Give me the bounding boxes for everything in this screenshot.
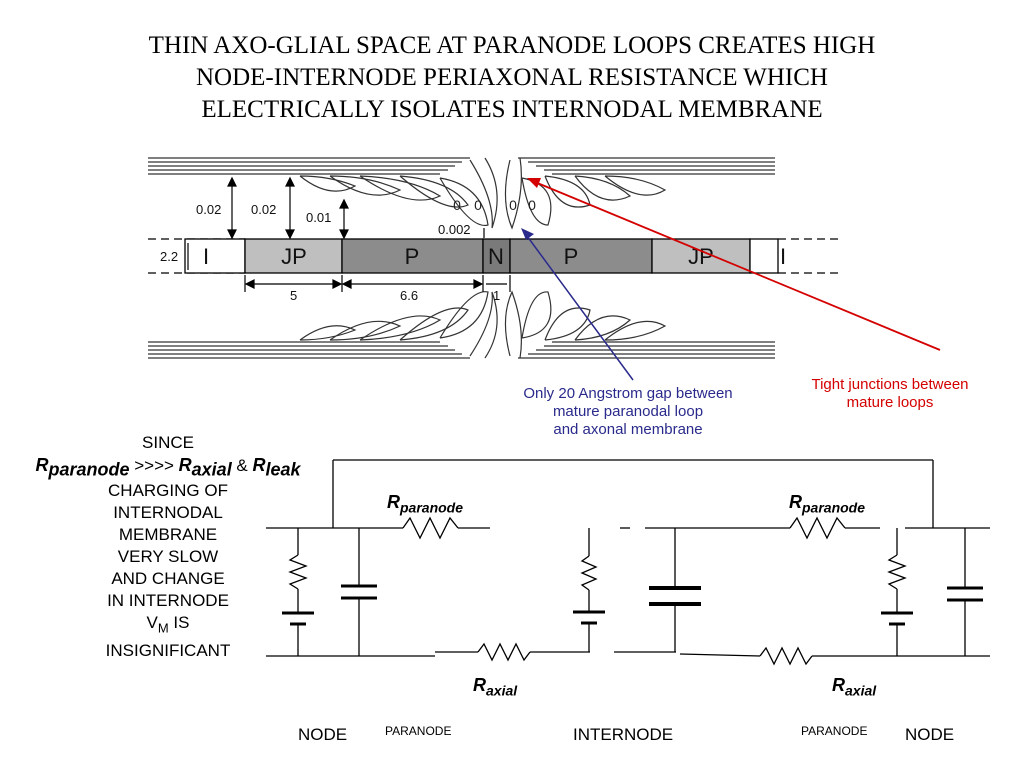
paranodal-loops-bottom-right [504, 290, 667, 359]
since-body-line-1: CHARGING OF [108, 481, 228, 501]
title-line-2: NODE-INTERNODE PERIAXONAL RESISTANCE WHI… [196, 64, 828, 91]
since-explanation: SINCE Rparanode >>>> Raxial & Rleak CHAR… [20, 432, 316, 662]
annotation-blue-line-2: mature paranodal loop [552, 403, 704, 420]
annotation-blue-line-1: Only 20 Angstrom gap between [523, 385, 733, 402]
since-heading: SINCE [142, 433, 194, 452]
annotation-blue-line-3: and axonal membrane [553, 421, 703, 438]
segment-node [482, 238, 511, 274]
title-line-1: THIN AXO-GLIAL SPACE AT PARANODE LOOPS C… [148, 32, 876, 59]
red-arrow [527, 178, 941, 351]
segment-paranode-left [341, 238, 484, 274]
seg-label-i-left: I [203, 244, 209, 269]
title-line-3: ELECTRICALLY ISOLATES INTERNODAL MEMBRAN… [201, 96, 823, 123]
seg-label-p-right: P [564, 244, 579, 269]
myelin-figure [148, 157, 775, 359]
segment-internode-right [749, 238, 779, 274]
dim-label-gap-left: 0.02 [196, 202, 221, 217]
dim-label-gap-node: 0.002 [438, 222, 471, 237]
loop-mark-1: 0 [453, 197, 461, 213]
since-inequality: Rparanode >>>> Raxial & Rleak [35, 455, 301, 480]
seg-label-p-left: P [405, 244, 420, 269]
slide-title: THIN AXO-GLIAL SPACE AT PARANODE LOOPS C… [0, 30, 1024, 126]
segment-juxtaparanode-right [651, 238, 751, 274]
segment-internode-left [184, 238, 246, 274]
equivalent-circuit [266, 459, 990, 666]
paranodal-loops-top-left [299, 157, 498, 229]
since-vm-line: VM IS [146, 613, 190, 636]
myelin-bottom-lamellae [148, 341, 775, 359]
myelin-top-lamellae [148, 157, 775, 175]
since-body-line-2: INTERNODAL [113, 503, 223, 523]
region-node-left: NODE [298, 725, 348, 744]
loop-mark-2: 0 [474, 197, 482, 213]
annotation-angstrom-gap: Only 20 Angstrom gap between mature para… [508, 385, 748, 439]
loop-mark-4: 0 [528, 197, 536, 213]
dim-label-gap-right: 0.01 [306, 210, 331, 225]
dim-label-len-jp: 5 [290, 288, 297, 303]
segment-paranode-right [509, 238, 653, 274]
axon-bar [148, 238, 840, 274]
seg-label-jp-left: JP [281, 244, 307, 269]
paranodal-loops-top-right [504, 157, 667, 230]
since-body-line-3: MEMBRANE [118, 525, 218, 545]
region-node-right: NODE [905, 725, 955, 744]
label-r-axial-right: Raxial [832, 675, 877, 699]
paranodal-loops-bottom-left [299, 291, 498, 359]
annotation-red-line-1: Tight junctions between [811, 376, 969, 393]
region-internode: INTERNODE [573, 725, 674, 744]
label-r-axial-left: Raxial [473, 675, 518, 699]
seg-label-i-right: I [780, 244, 786, 269]
since-last-line: INSIGNIFICANT [105, 640, 231, 660]
since-body-line-4: VERY SLOW [117, 547, 219, 567]
region-paranode-left: PARANODE [385, 724, 452, 738]
dimension-markers [187, 176, 511, 292]
region-paranode-right: PARANODE [801, 724, 868, 738]
loop-mark-3: 0 [509, 197, 517, 213]
label-r-paranode-right: Rparanode [789, 492, 866, 516]
segment-juxtaparanode-left [244, 238, 343, 274]
since-body-line-6: IN INTERNODE [107, 591, 229, 611]
label-r-paranode-left: Rparanode [387, 492, 464, 516]
since-body-line-5: AND CHANGE [111, 569, 225, 589]
dim-label-len-n: 1 [493, 288, 500, 303]
dim-label-gap-mid: 0.02 [251, 202, 276, 217]
dim-label-axon-diameter: 2.2 [160, 249, 178, 264]
seg-label-n: N [488, 244, 504, 269]
blue-arrow [521, 228, 634, 381]
annotation-tight-junctions: Tight junctions between mature loops [790, 376, 990, 412]
annotation-red-line-2: mature loops [846, 394, 934, 411]
dim-label-len-p: 6.6 [400, 288, 418, 303]
